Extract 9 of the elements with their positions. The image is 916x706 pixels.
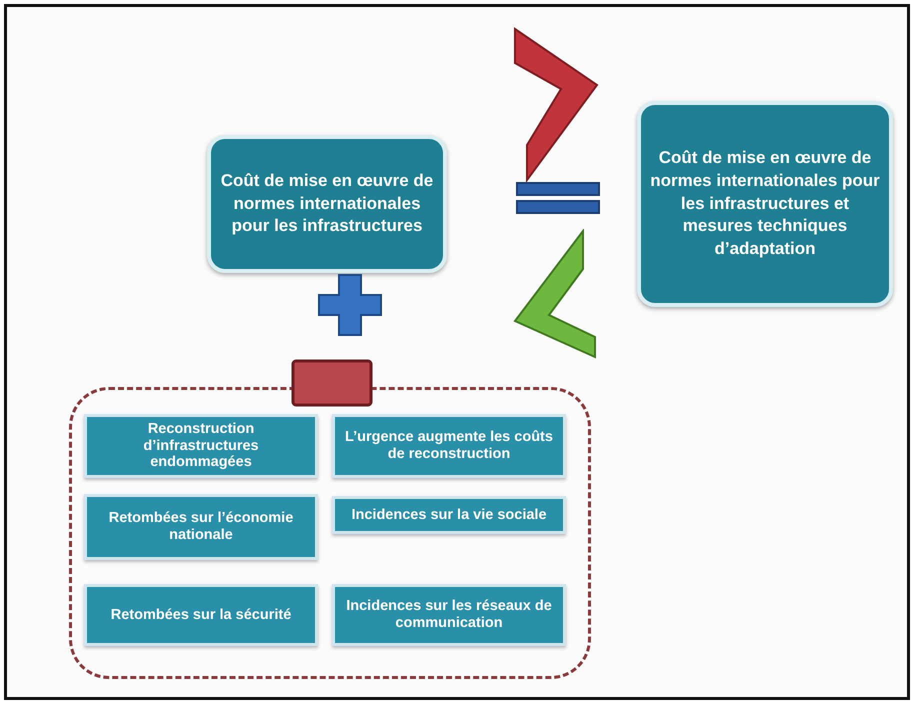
- dashed-group-frame: [69, 387, 591, 679]
- text-box: Retombées sur la sécurité: [84, 584, 318, 646]
- text-box: Coût de mise en œuvre de normes internationales pour les infrastructures et mesures techniques d’adaptation: [637, 101, 893, 307]
- text-box: Incidences sur les réseaux de communication: [332, 584, 566, 646]
- text-box: Retombées sur l’économie nationale: [84, 494, 318, 560]
- text-box: Coût de mise en œuvre de normes internationales pour les infrastructures: [207, 135, 447, 273]
- text-box: L’urgence augmente les coûts de reconstruction: [332, 414, 566, 478]
- text-box: Incidences sur la vie sociale: [332, 496, 566, 534]
- text-box: Reconstruction d’infrastructures endommagées: [84, 414, 318, 478]
